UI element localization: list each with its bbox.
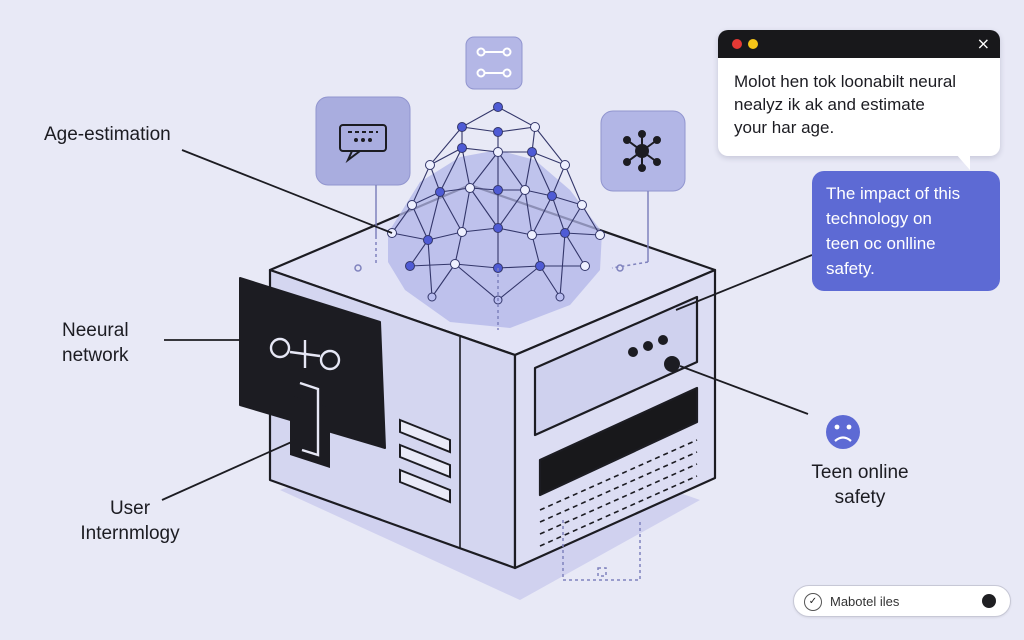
label-user-line2: Internmlogy [80,523,180,544]
status-toggle-dot[interactable] [982,594,996,608]
network-hub-icon [623,130,661,172]
close-icon[interactable]: × [976,34,990,53]
workflow-icon [476,47,512,78]
impact-line3: teen oc onlline [826,234,936,253]
chat-tile [315,96,411,186]
status-pill[interactable]: ✓ Mabotel iles [793,585,1011,617]
chat-bubble-icon [339,124,387,164]
label-user-interminology: User Internmlogy [70,496,190,546]
leader-lines [161,149,813,501]
impact-line4: safety. [826,259,875,278]
popup-line3: your har age. [734,118,835,137]
label-teen-online-safety: Teen online safety [790,460,930,510]
status-dots [628,335,668,357]
info-popup-window: × Molot hen tok loonabilt neural nealyz … [718,30,1000,170]
popup-titlebar: × [718,30,1000,58]
label-teen-line2: safety [834,487,886,508]
popup-line1: Molot hen tok loonabilt neural [734,72,957,91]
device-side-slots [399,418,451,504]
label-neural-line2: network [62,345,129,366]
label-neural-network: Neeural network [62,318,129,368]
popup-tail [956,154,970,170]
network-hub-tile [600,110,686,192]
label-neural-line1: Neeural [62,320,129,341]
label-user-line1: User [109,498,151,519]
neural-nodes [387,102,605,305]
status-pill-text: Mabotel iles [830,594,900,609]
device-upper-panel [533,295,699,437]
sad-face-icon [826,415,860,449]
impact-callout: The impact of this technology on teen oc… [812,171,1000,291]
label-teen-line1: Teen online [811,462,909,483]
impact-line1: The impact of this [826,184,961,203]
device-dark-slot [538,386,699,497]
device-vents [539,439,698,547]
workflow-tile [465,36,523,90]
dashed-connectors [497,268,641,581]
window-dot-yellow[interactable] [748,39,758,49]
popup-text: Molot hen tok loonabilt neural nealyz ik… [718,58,1000,139]
label-age-estimation: Age-estimation [44,124,171,145]
popup-line2: nealyz ik ak and estimate [734,95,925,114]
monitor-panel [239,277,386,468]
check-icon[interactable]: ✓ [804,593,822,611]
window-dot-red[interactable] [732,39,742,49]
impact-line2: technology on [826,209,932,228]
power-button[interactable] [664,356,680,372]
